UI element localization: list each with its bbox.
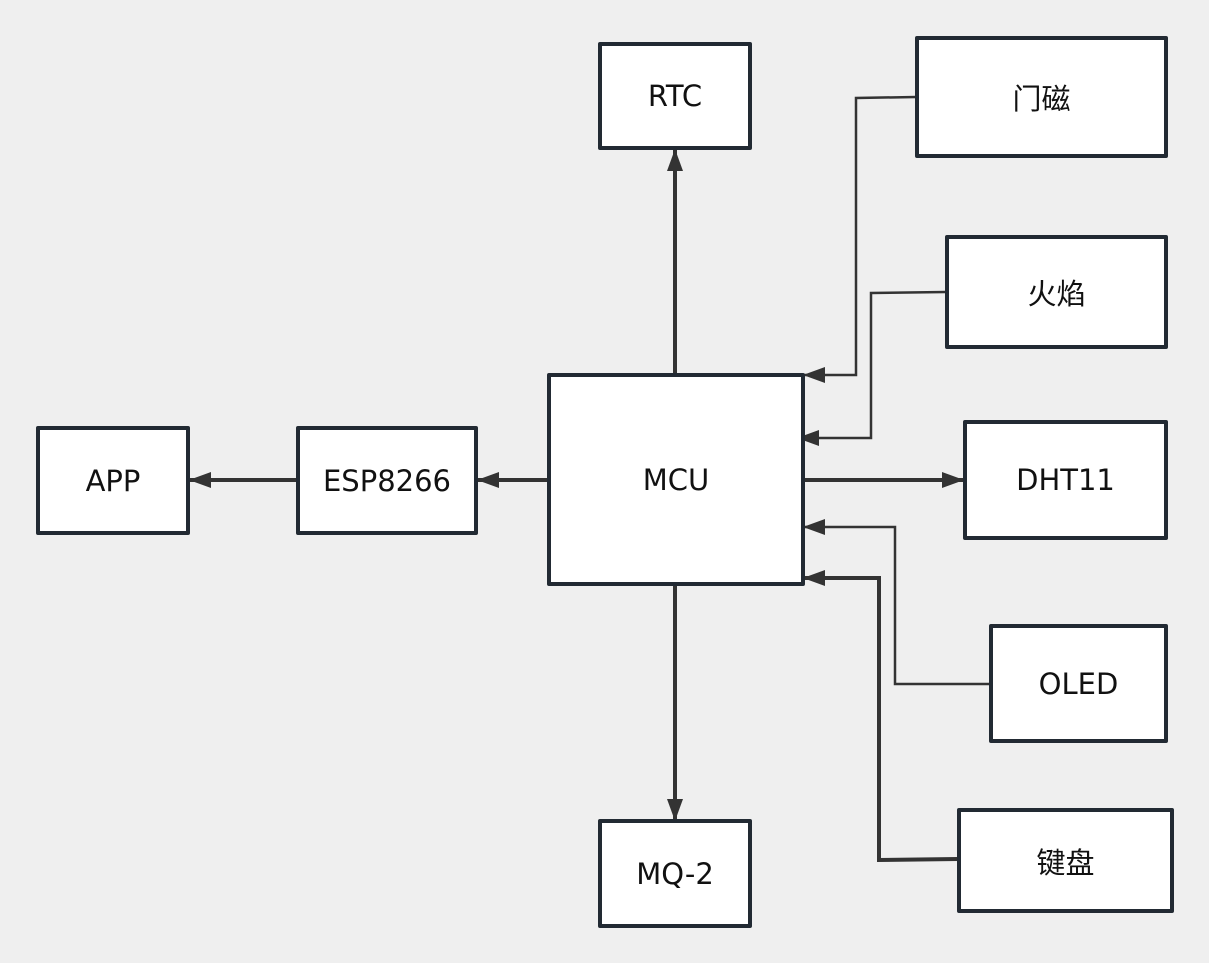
node-label: OLED bbox=[1038, 666, 1119, 701]
node-label: APP bbox=[85, 463, 141, 498]
node-keypad[interactable]: 键盘 bbox=[957, 808, 1174, 913]
edge-flame-mcu bbox=[797, 290, 947, 446]
node-oled[interactable]: OLED bbox=[989, 624, 1168, 743]
node-label: 键盘 bbox=[1036, 845, 1095, 880]
node-mq2[interactable]: MQ-2 bbox=[598, 819, 752, 928]
node-label: MQ-2 bbox=[636, 856, 714, 891]
node-mcu[interactable]: MCU bbox=[547, 373, 805, 586]
node-label: ESP8266 bbox=[322, 463, 452, 498]
node-label: MCU bbox=[642, 462, 710, 497]
node-label: 门磁 bbox=[1012, 82, 1071, 116]
node-label: RTC bbox=[647, 79, 703, 113]
node-dht11[interactable]: DHT11 bbox=[963, 420, 1168, 540]
node-rtc[interactable]: RTC bbox=[598, 42, 752, 150]
node-app[interactable]: APP bbox=[36, 426, 190, 535]
node-esp8266[interactable]: ESP8266 bbox=[296, 426, 478, 535]
edge-oled-mcu bbox=[803, 519, 990, 686]
node-label: DHT11 bbox=[1016, 463, 1115, 497]
node-door-sensor[interactable]: 门磁 bbox=[915, 36, 1168, 158]
edge-keypad-mcu bbox=[803, 570, 959, 863]
node-flame[interactable]: 火焰 bbox=[945, 235, 1168, 349]
node-label: 火焰 bbox=[1027, 277, 1086, 311]
edge-door-mcu bbox=[803, 95, 917, 383]
